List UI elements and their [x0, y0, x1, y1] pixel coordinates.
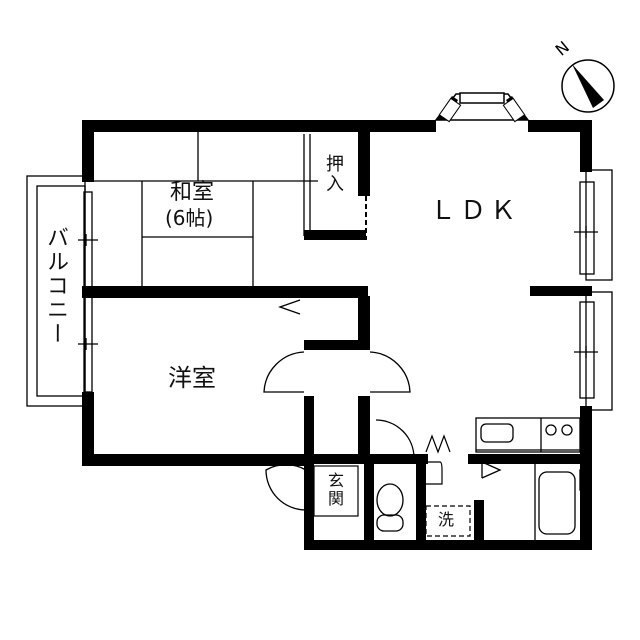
genkan-step	[313, 465, 359, 517]
doors	[263, 299, 502, 511]
walls	[82, 120, 592, 550]
tatami-lines	[92, 128, 318, 286]
ldk-windows	[574, 169, 613, 411]
bay-window	[434, 92, 530, 123]
room-label-balcony: バルコニー	[43, 226, 68, 346]
room-label-oshiire: 押入	[323, 154, 344, 194]
room-label-sen: 洗	[438, 510, 455, 529]
toilet	[376, 483, 404, 532]
north-arrow-icon: N	[552, 37, 615, 113]
svg-text:N: N	[552, 37, 573, 59]
room-label-genkan: 玄関	[325, 472, 344, 508]
room-size-washitsu: (6帖)	[165, 206, 214, 230]
room-label-washitsu: 和室	[170, 180, 215, 205]
room-label-ldk: ＬＤＫ	[430, 196, 521, 226]
room-label-youshitsu: 洋室	[168, 364, 216, 392]
kitchen-counter	[475, 417, 581, 453]
